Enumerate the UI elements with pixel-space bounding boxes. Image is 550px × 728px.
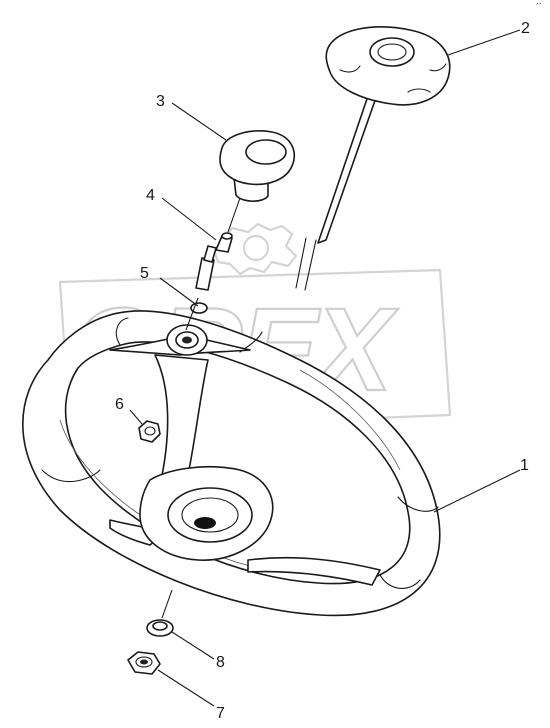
callout-3: 3 — [156, 93, 227, 141]
axis-line-washer — [161, 589, 173, 619]
steering-hub — [139, 465, 274, 561]
callout-number: 7 — [216, 705, 225, 722]
callout-6: 6 — [115, 396, 143, 425]
corner-mark: ´´ — [536, 2, 542, 12]
callout-7: 7 — [157, 669, 225, 722]
callout-number: 1 — [520, 457, 529, 474]
callout-number: 4 — [146, 187, 155, 204]
axis-line-pin — [185, 297, 199, 331]
axis-line-knob — [227, 197, 241, 233]
callout-4: 4 — [146, 187, 217, 241]
pin — [195, 232, 233, 291]
callout-2: 2 — [447, 20, 530, 56]
callout-number: 6 — [115, 396, 124, 413]
callout-5: 5 — [140, 265, 199, 307]
bottom-nut — [127, 651, 161, 675]
shaft-hole — [194, 517, 216, 529]
lock-washer — [146, 619, 174, 637]
callout-number: 3 — [156, 93, 165, 110]
callout-number: 8 — [216, 654, 225, 671]
callout-number: 5 — [140, 265, 149, 282]
callout-1: 1 — [433, 457, 529, 513]
upper-nut-socket — [166, 324, 208, 356]
cap-with-rod — [295, 26, 451, 291]
side-nut — [138, 420, 161, 443]
callout-number: 2 — [521, 20, 530, 37]
callout-8: 8 — [171, 631, 225, 671]
knob — [219, 130, 296, 202]
